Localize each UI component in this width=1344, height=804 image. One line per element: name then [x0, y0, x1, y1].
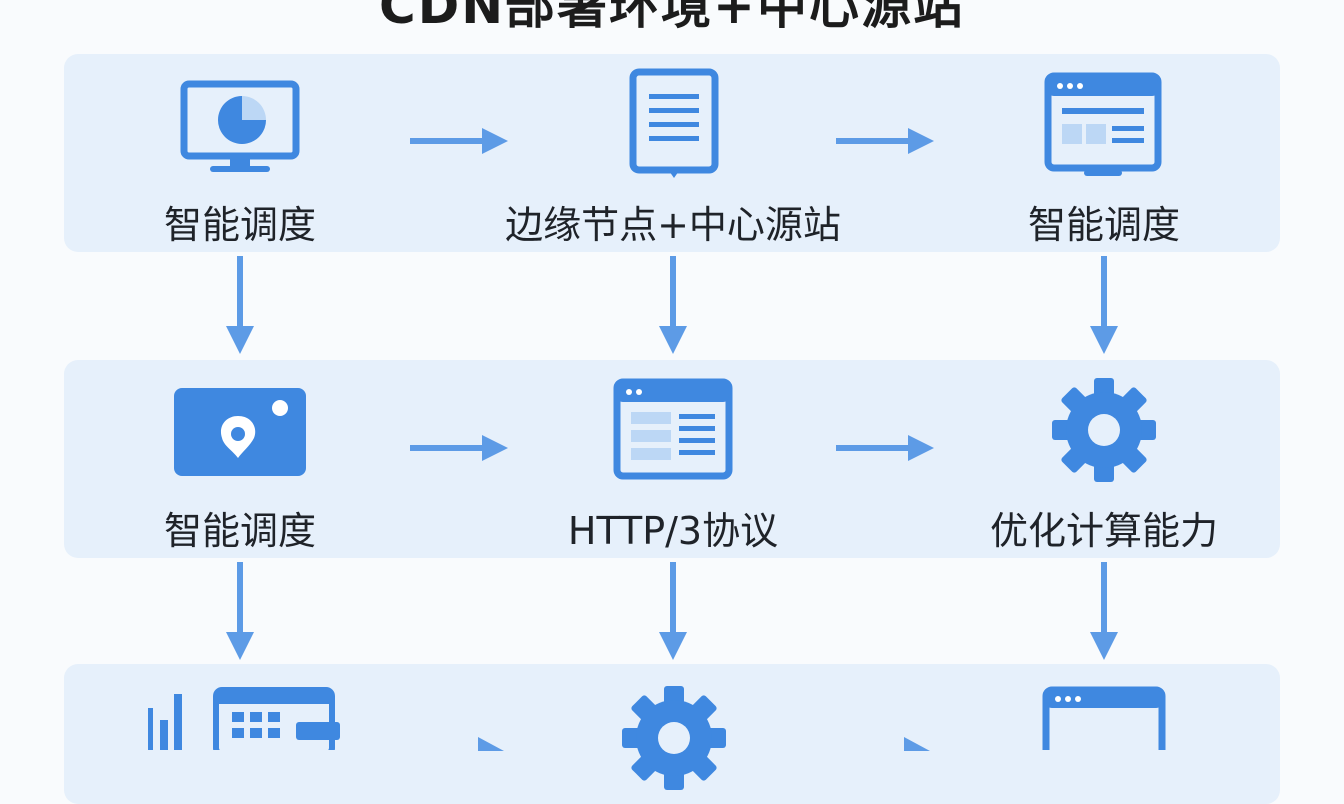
node-label: 智能调度	[163, 509, 316, 553]
node-r2-c3: 优化计算能力	[904, 360, 1304, 558]
monitor-chart-icon	[180, 80, 300, 176]
browser-window-icon	[1044, 72, 1162, 180]
gear-icon	[1050, 376, 1158, 484]
node-label: 边缘节点+中心源站	[505, 203, 841, 247]
node-label: HTTP/3协议	[567, 509, 779, 553]
node-r1-c2: 边缘节点+中心源站	[473, 54, 873, 252]
arrow-down-icon	[657, 256, 689, 360]
browser-window-icon	[613, 378, 733, 480]
arrow-down-icon	[224, 256, 256, 360]
node-label: 优化计算能力	[989, 509, 1218, 553]
arrow-right-icon	[904, 736, 934, 755]
arrow-right-icon	[410, 126, 510, 160]
arrow-down-icon	[657, 562, 689, 666]
arrow-right-icon	[836, 126, 936, 160]
browser-window-icon	[1042, 686, 1166, 750]
arrow-right-icon	[410, 433, 510, 467]
node-r2-c2: HTTP/3协议	[473, 360, 873, 558]
diagram-title: CDN部署环境+中心源站	[379, 0, 965, 35]
node-r1-c3: 智能调度	[904, 54, 1304, 252]
arrow-down-icon	[1088, 256, 1120, 360]
arrow-right-icon	[478, 736, 508, 755]
node-label: 智能调度	[1027, 203, 1180, 247]
node-r1-c1: 智能调度	[40, 54, 440, 252]
gear-icon	[620, 684, 728, 792]
node-r2-c1: 智能调度	[40, 360, 440, 558]
node-label: 智能调度	[163, 203, 316, 247]
arrow-right-icon	[836, 433, 936, 467]
bar-chart-calendar-icon	[146, 686, 342, 750]
document-icon	[629, 68, 719, 180]
arrow-down-icon	[1088, 562, 1120, 666]
arrow-down-icon	[224, 562, 256, 666]
image-card-icon	[172, 386, 308, 478]
